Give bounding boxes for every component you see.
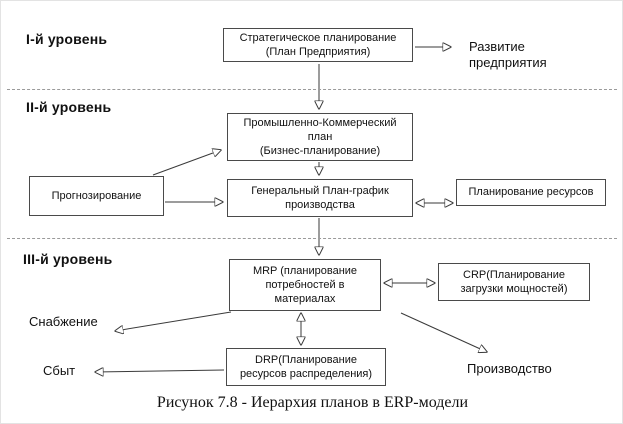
level-2-label: II-й уровень	[26, 99, 112, 115]
level-1-label: I-й уровень	[26, 31, 108, 47]
level-3-label: III-й уровень	[23, 251, 113, 267]
box-text-line: DRP(Планирование	[255, 353, 357, 366]
box-text-line: Планирование ресурсов	[468, 186, 594, 199]
arrow-mrp-to-supply	[115, 311, 232, 331]
box-text-line: Промышленно-Коммерческий	[243, 116, 397, 129]
figure-caption: Рисунок 7.8 - Иерархия планов в ERP-моде…	[156, 394, 469, 411]
box-text-line: ресурсов распределения)	[239, 368, 373, 380]
arrow-drp-to-sales	[95, 370, 225, 372]
drp-box: DRP(Планирование ресурсов распределения)	[226, 348, 386, 386]
box-text-line: Прогнозирование	[51, 189, 142, 202]
box-text-line: материалах	[274, 293, 336, 306]
mrp-box: MRP (планирование потребностей в материа…	[229, 259, 381, 311]
arrow-to-production	[400, 312, 487, 352]
commercial-plan-box: Промышленно-Коммерческий план (Бизнес-пл…	[227, 113, 413, 161]
box-text-line: MRP (планирование	[252, 264, 358, 277]
box-text-line: потребностей в	[265, 278, 345, 291]
arrow-forecast-to-commercial	[152, 150, 221, 176]
label-text-line: предприятия	[469, 55, 547, 71]
box-text-line: Стратегическое планирование	[239, 31, 397, 44]
box-text-line: (Бизнес-планирование)	[259, 145, 381, 158]
development-label: Развитие предприятия	[469, 39, 547, 72]
box-text-line: CRP(Планирование	[463, 268, 565, 281]
supply-label: Снабжение	[29, 314, 98, 329]
level-separator-2	[7, 238, 617, 239]
box-text-line: Генеральный План-график	[251, 184, 389, 197]
sales-label: Сбыт	[43, 363, 76, 378]
box-text-line: загрузки мощностей)	[460, 283, 568, 295]
forecasting-box: Прогнозирование	[29, 176, 164, 216]
general-plan-box: Генеральный План-график производства	[227, 179, 413, 217]
strategic-planning-box: Стратегическое планирование (План Предпр…	[223, 28, 413, 62]
production-label: Производство	[467, 361, 552, 376]
box-text-line: план	[307, 130, 333, 143]
label-text-line: Развитие	[469, 39, 525, 54]
level-separator-1	[7, 89, 617, 90]
resource-planning-box: Планирование ресурсов	[456, 179, 606, 206]
crp-box: CRP(Планирование загрузки мощностей)	[438, 263, 590, 301]
box-text-line: (План Предприятия)	[265, 46, 371, 58]
box-text-line: производства	[285, 199, 355, 211]
